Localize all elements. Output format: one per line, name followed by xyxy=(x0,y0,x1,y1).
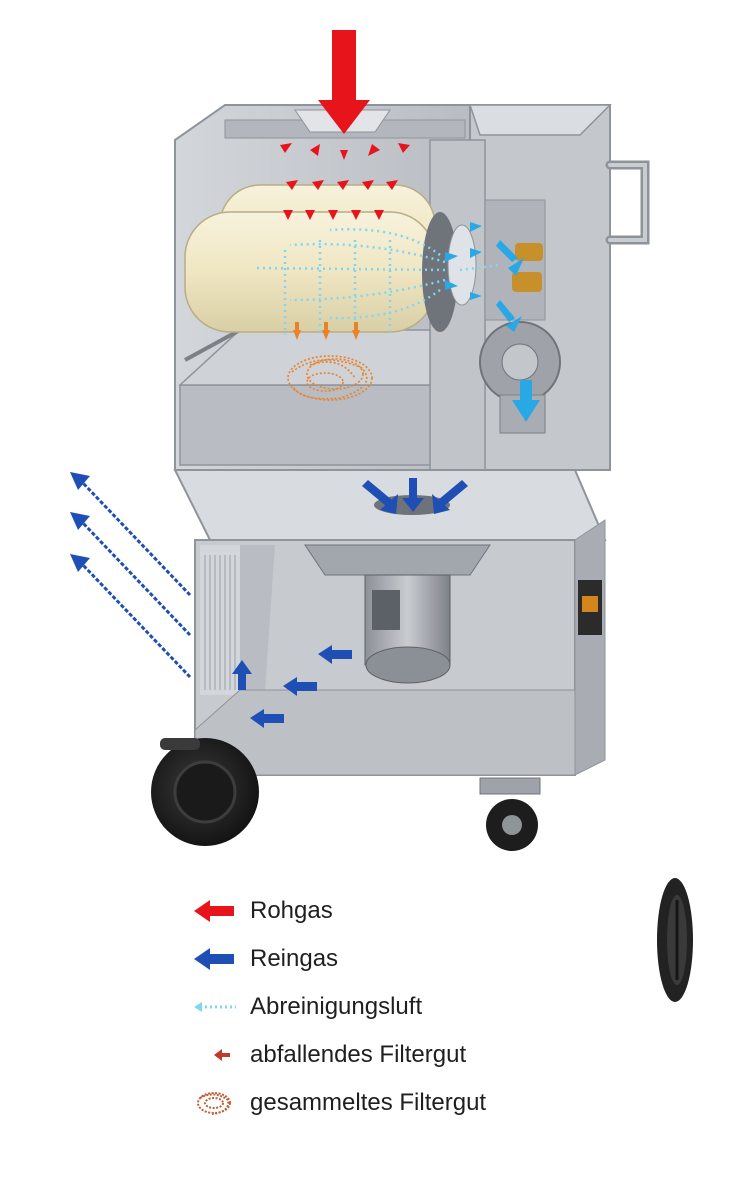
falling-filter-material xyxy=(293,322,360,340)
legend-label: Abreinigungsluft xyxy=(250,993,423,1020)
exhaust-clean-gas-arrows xyxy=(70,472,192,679)
dotted-arrow-icon xyxy=(194,1002,236,1012)
clean-gas-diagonal-arrow xyxy=(496,240,524,276)
purge-air-flow xyxy=(254,228,501,335)
legend-item-clean-gas: Reingas xyxy=(190,938,610,986)
legend-label: Reingas xyxy=(250,945,339,972)
fan-motor xyxy=(304,544,491,684)
big-wheel xyxy=(151,738,259,846)
clean-gas-arrows-upper xyxy=(445,222,540,422)
collected-filter-material xyxy=(287,355,373,401)
legend-item-purge-air: Abreinigungsluft xyxy=(190,986,610,1034)
push-handle xyxy=(605,160,650,245)
blue-arrow-icon xyxy=(194,948,234,970)
small-arrow-icon xyxy=(214,1049,230,1061)
scribble-icon xyxy=(197,1092,231,1115)
raw-gas-inlet-arrow xyxy=(318,30,370,134)
legend-label: abfallendes Filtergut xyxy=(250,1041,467,1068)
clean-gas-down-arrow xyxy=(512,380,540,422)
clean-gas-diagonal-arrow-2 xyxy=(496,300,522,332)
clean-gas-arrows-lower xyxy=(232,478,468,728)
purge-valve-block xyxy=(479,199,561,434)
legend-label: Rohgas xyxy=(250,897,333,924)
filter-unit-diagram xyxy=(70,30,650,851)
red-arrow-icon xyxy=(194,900,234,922)
castor-wheel xyxy=(479,777,541,851)
legend-item-falling-material: abfallendes Filtergut xyxy=(190,1034,610,1082)
raw-gas-arrows xyxy=(280,30,410,220)
exhaust-grille xyxy=(204,555,236,690)
legend-label: gesammeltes Filtergut xyxy=(250,1089,487,1116)
legend: Rohgas Reingas Abreinigungsluft abfallen… xyxy=(190,890,610,1130)
legend-item-collected-material: gesammeltes Filtergut xyxy=(190,1082,610,1130)
partial-wheel xyxy=(657,878,693,1002)
legend-item-raw-gas: Rohgas xyxy=(190,890,610,938)
